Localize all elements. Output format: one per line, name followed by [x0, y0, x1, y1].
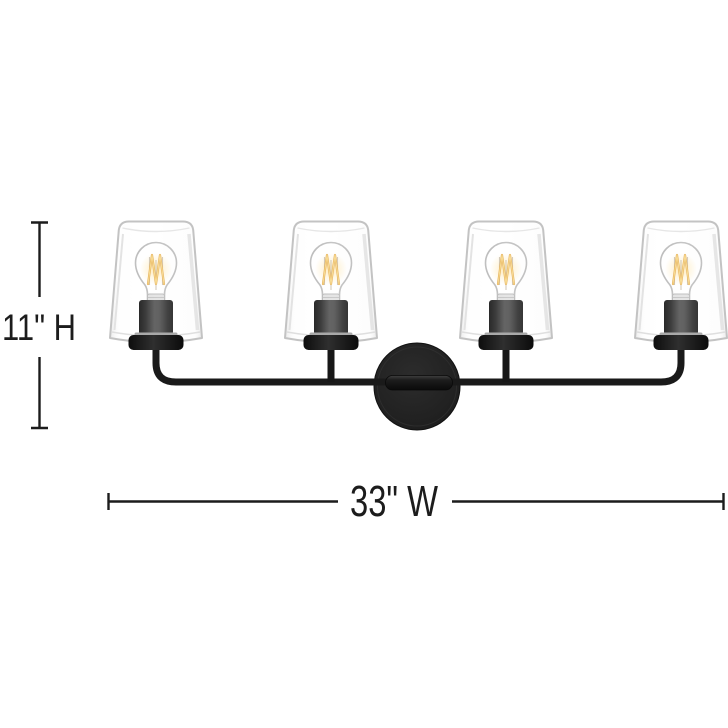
width-dimension [107, 493, 725, 510]
height-dimension [31, 221, 48, 430]
light-unit-4 [633, 219, 728, 352]
fixture [108, 219, 728, 431]
width-dimension-label: 33" W [350, 477, 438, 526]
light-unit-3 [458, 219, 554, 352]
backplate-rim-sheen [377, 346, 457, 427]
light-unit-1 [108, 219, 204, 352]
arm-center-sleeve [385, 375, 453, 391]
height-dimension-label: 11" H [2, 307, 76, 348]
light-unit-2 [283, 219, 379, 352]
